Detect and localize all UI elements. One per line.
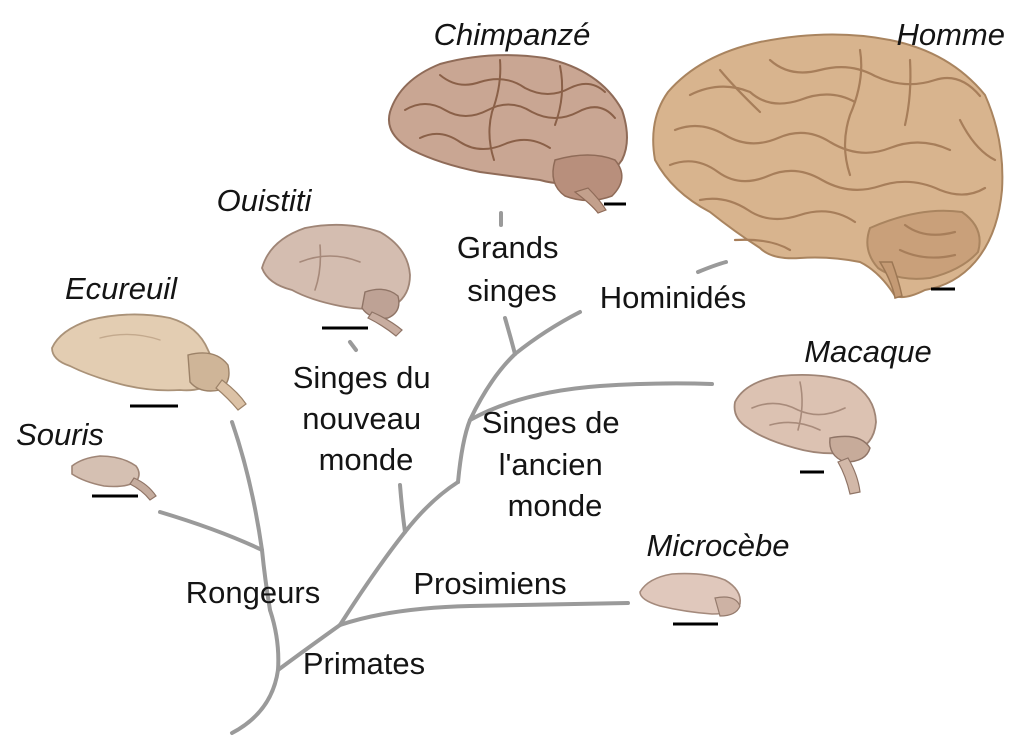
branch-hominides-upper	[698, 262, 726, 272]
label-ouistiti: Ouistiti	[217, 183, 313, 218]
macaque-brain-image	[735, 375, 876, 494]
microcebe-brain-image	[640, 574, 740, 616]
branch-nouveau-monde	[400, 485, 405, 532]
souris-brain-image	[72, 456, 156, 500]
label-prosimiens: Prosimiens	[413, 566, 566, 601]
chimp-brain-image	[389, 55, 627, 213]
ouistiti-brain-image	[262, 225, 410, 336]
label-singes-ancien-monde: Singes de l'ancien monde	[482, 405, 629, 523]
label-hominides: Hominidés	[600, 280, 746, 315]
label-singes-ancien-monde-line-1: Singes de	[482, 405, 620, 440]
label-chimpanze: Chimpanzé	[434, 17, 591, 52]
label-macaque: Macaque	[804, 334, 932, 369]
label-singes-ancien-monde-line-3: monde	[508, 488, 603, 523]
label-singes-nouveau-monde-line-3: monde	[319, 442, 414, 477]
label-souris: Souris	[16, 417, 104, 452]
label-singes-nouveau-monde-line-1: Singes du	[293, 360, 431, 395]
branch-primates-main	[340, 482, 458, 625]
branch-root	[232, 610, 278, 733]
human-brain-image	[653, 34, 1002, 298]
branch-hominides	[515, 312, 580, 354]
label-singes-nouveau-monde-line-2: nouveau	[302, 401, 421, 436]
label-primates: Primates	[303, 646, 425, 681]
branch-prosimiens	[340, 603, 628, 625]
label-singes-ancien-monde-line-2: l'ancien	[499, 447, 603, 482]
label-homme: Homme	[896, 17, 1005, 52]
label-singes-nouveau-monde: Singes du nouveau monde	[293, 360, 440, 477]
label-grands-singes-line-1: Grands	[457, 230, 559, 265]
branch-souris	[160, 512, 262, 550]
ecureuil-brain-image	[52, 314, 246, 410]
branch-ouistiti-stub	[350, 342, 356, 350]
branch-grands-singes	[505, 318, 515, 354]
label-microcebe: Microcèbe	[647, 528, 790, 563]
branch-ecureuil	[232, 422, 262, 550]
label-grands-singes-line-2: singes	[467, 273, 557, 308]
label-grands-singes: Grands singes	[457, 230, 567, 308]
label-ecureuil: Ecureuil	[65, 271, 178, 306]
label-rongeurs: Rongeurs	[186, 575, 320, 610]
